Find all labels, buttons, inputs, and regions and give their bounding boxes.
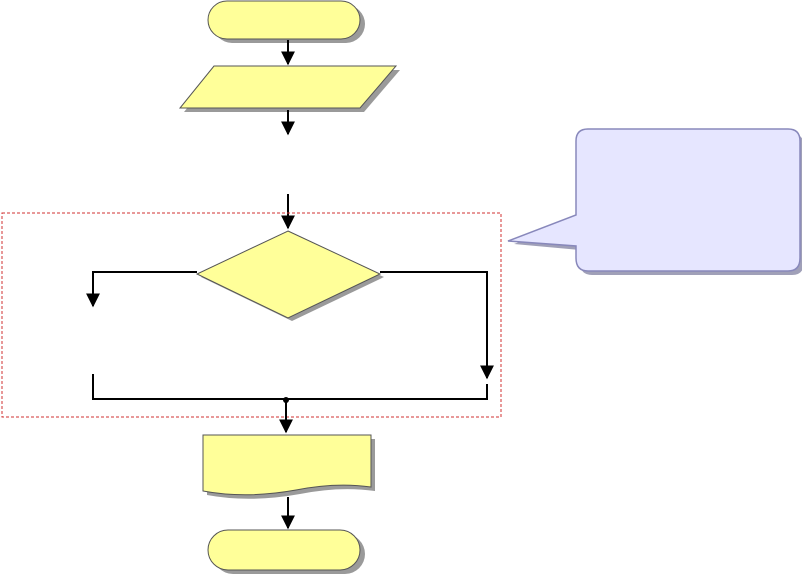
connector-decision-left — [86, 271, 197, 308]
start-terminator — [207, 0, 365, 43]
connector-decision-right — [380, 271, 494, 380]
highlight-region — [1, 212, 502, 418]
callout-bubble — [507, 128, 802, 275]
input-parallelogram — [178, 65, 400, 112]
decision-diamond — [195, 230, 384, 321]
end-terminator — [207, 529, 365, 574]
connector-merge — [92, 374, 488, 400]
output-document — [202, 434, 375, 499]
